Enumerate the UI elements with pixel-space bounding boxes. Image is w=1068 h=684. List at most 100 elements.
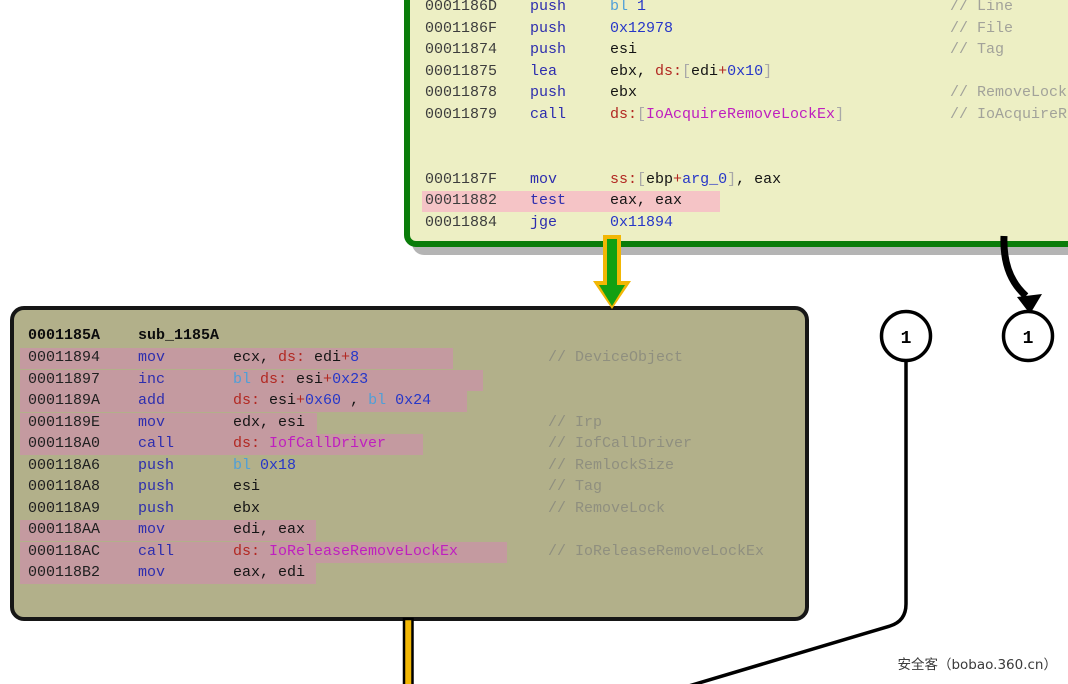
asm-token-reg: ebx: [610, 84, 638, 102]
asm-token-num: 8: [350, 349, 360, 366]
asm-token-seg: ds:: [260, 370, 288, 388]
asm-token-seg: ds:: [278, 349, 306, 366]
asm-token-reg: esi: [610, 41, 638, 59]
asm-token-reg: edx, esi: [233, 413, 306, 431]
asm-token-reg: edi, eax: [233, 521, 306, 538]
asm-token-seg: ds:: [233, 392, 261, 409]
node-circle[interactable]: [879, 309, 933, 363]
asm-row-blank: [410, 127, 1068, 149]
asm-token-br: [: [682, 62, 692, 80]
asm-mnemonic: lea: [530, 62, 558, 80]
asm-mnemonic: push: [138, 499, 175, 517]
asm-address: 000118B2: [28, 564, 101, 581]
taken-edge-green-arrow: [599, 239, 625, 306]
asm-comment: // Tag: [548, 478, 603, 495]
diff-highlight: [422, 191, 720, 213]
asm-token-seg: ds:: [655, 62, 683, 80]
asm-token-reg: esi: [260, 392, 297, 409]
asm-token-fn: IoReleaseRemoveLockEx: [260, 542, 459, 560]
asm-token-seg: ss:: [610, 170, 638, 188]
fallthrough-edge-orange: [402, 617, 414, 684]
asm-token-bl: bl: [368, 392, 396, 409]
asm-token-reg: edi: [691, 62, 719, 80]
asm-comment: // RemlockSize: [548, 456, 675, 474]
asm-token-num: 0x60: [305, 392, 342, 409]
asm-mnemonic: push: [138, 456, 175, 474]
asm-token-seg: ds:: [233, 435, 261, 452]
asm-token-reg: eax, eax: [610, 192, 683, 210]
asm-token-bl: bl: [233, 370, 261, 388]
asm-address: 0001186F: [425, 19, 498, 37]
asm-mnemonic: push: [530, 41, 567, 59]
diff-highlight: [20, 391, 467, 412]
asm-token-fn: IoAcquireRemoveLockEx: [646, 105, 836, 123]
asm-mnemonic: mov: [138, 413, 166, 431]
asm-operands: edx, esi: [233, 414, 305, 431]
asm-token-plus: +: [323, 370, 333, 388]
graph-node-left[interactable]: 1: [879, 309, 933, 363]
asm-address: 000118A6: [28, 456, 101, 474]
asm-address: 00011878: [425, 84, 498, 102]
asm-token-reg: esi: [287, 370, 324, 388]
asm-comment: // RemoveLock: [548, 499, 666, 517]
asm-token-br: ]: [727, 170, 737, 188]
asm-address: 0001186D: [425, 0, 498, 15]
asm-operands: 0x11894: [610, 214, 673, 231]
asm-address: 000118A0: [28, 435, 101, 452]
function-name-label: sub_1185A: [138, 327, 220, 344]
asm-operands: ebx, ds:[edi+0x10]: [610, 63, 772, 80]
asm-row-blank: [410, 148, 1068, 170]
diff-highlight: [20, 369, 483, 391]
asm-mnemonic: call: [138, 435, 175, 452]
asm-token-plus: +: [341, 349, 351, 366]
asm-comment: // File: [950, 19, 1014, 37]
asm-token-reg: ,: [341, 392, 369, 409]
asm-token-reg: ebp: [646, 170, 674, 188]
asm-operands: ss:[ebp+arg_0], eax: [610, 171, 781, 188]
asm-comment: // RemoveLock: [950, 84, 1068, 102]
asm-address: 000118A9: [28, 499, 101, 517]
graph-node-right[interactable]: 1: [1001, 309, 1055, 363]
asm-mnemonic: mov: [138, 521, 166, 538]
asm-operands: edi, eax: [233, 521, 305, 538]
diff-highlight: [20, 563, 316, 584]
node-circle[interactable]: [1001, 309, 1055, 363]
watermark: 安全客（bobao.360.cn）: [897, 657, 1057, 673]
asm-operands: esi: [610, 41, 637, 58]
asm-comment: // IofCallDriver: [548, 435, 693, 452]
asm-address: 0001189A: [28, 392, 101, 409]
asm-mnemonic: mov: [530, 170, 558, 188]
asm-operands: eax, edi: [233, 564, 305, 581]
diff-highlight: [20, 541, 507, 563]
block-header-address: 0001185A: [28, 327, 101, 344]
asm-token-plus: +: [673, 170, 683, 188]
asm-comment: // IoAcquireRemoveLockEx: [950, 105, 1068, 123]
asm-token-reg: , eax: [736, 170, 782, 188]
asm-operands: ebx: [610, 84, 637, 101]
asm-token-br: ]: [835, 105, 845, 123]
asm-token-reg: ebx,: [610, 62, 656, 80]
